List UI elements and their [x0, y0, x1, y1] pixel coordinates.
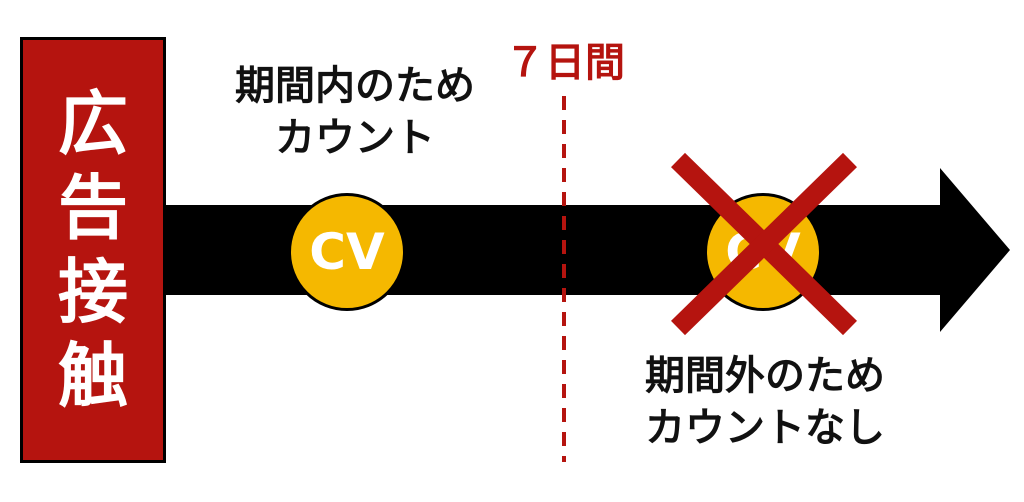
ad-contact-char-2: 告	[58, 167, 128, 249]
out-period-line2: カウントなし	[645, 405, 885, 451]
ad-contact-box: 広 告 接 触	[20, 37, 166, 463]
in-period-line2: カウント	[275, 115, 435, 161]
ad-contact-char-4: 触	[58, 335, 128, 417]
cv-in-period-circle: CV	[288, 193, 406, 311]
in-period-line1: 期間内のため	[235, 63, 475, 109]
out-period-line1: 期間外のため	[645, 353, 885, 399]
in-period-label: 期間内のため カウント	[205, 60, 505, 164]
ad-contact-char-3: 接	[58, 251, 128, 333]
out-period-label: 期間外のため カウントなし	[610, 350, 920, 454]
seven-days-label: ７日間	[505, 40, 625, 86]
ad-contact-char-1: 広	[58, 83, 128, 165]
